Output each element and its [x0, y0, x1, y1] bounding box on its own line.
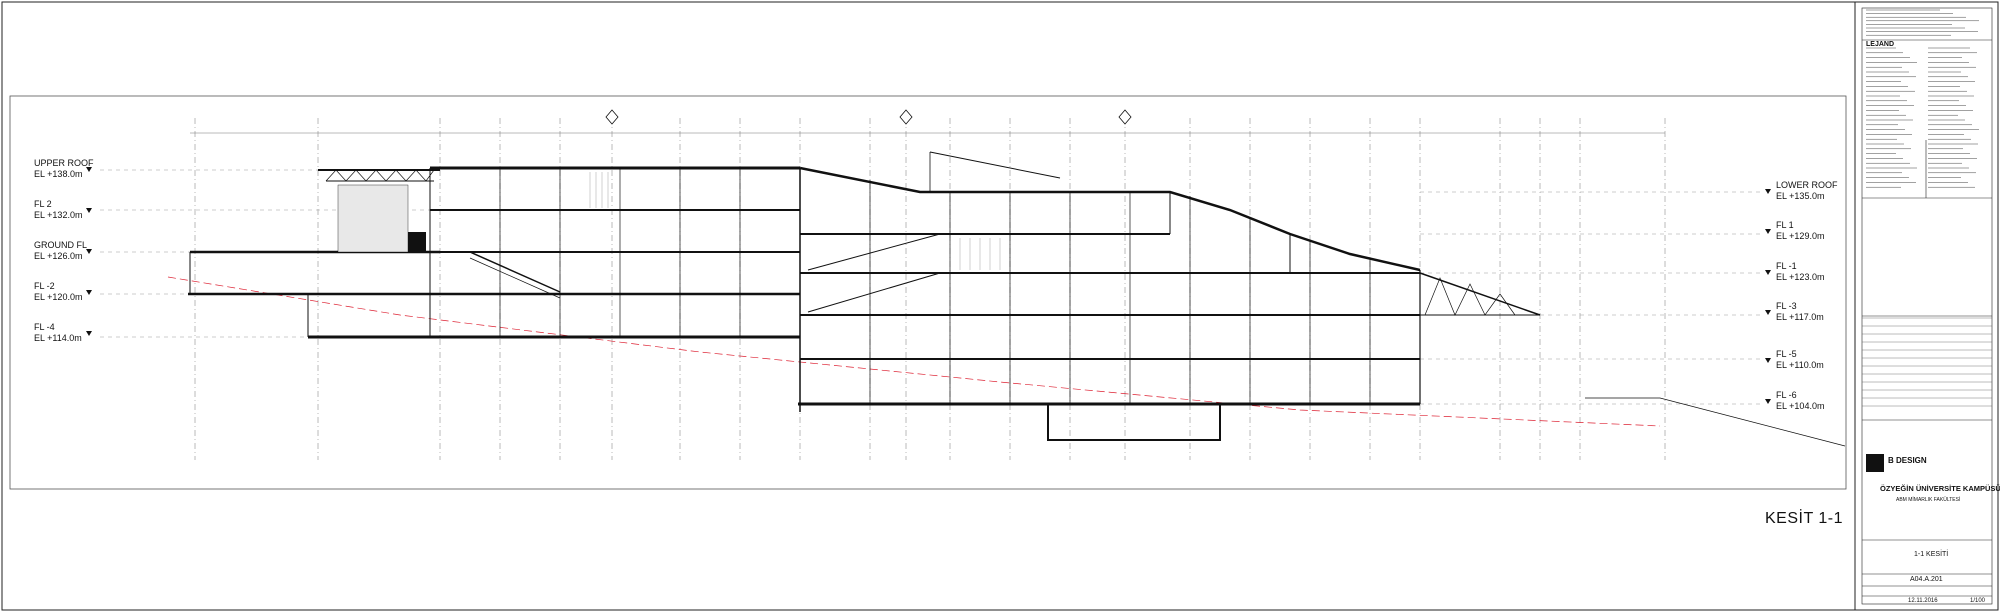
- level-marker-icon: [86, 167, 92, 173]
- level-elevation: EL +138.0m: [34, 169, 83, 179]
- level-elevation: EL +126.0m: [34, 251, 83, 261]
- level-fl-minus-5: FL -5 EL +110.0m: [1776, 349, 1824, 371]
- level-ground-fl: GROUND FL EL +126.0m: [34, 240, 87, 262]
- level-marker-icon: [1765, 310, 1771, 316]
- level-elevation: EL +129.0m: [1776, 231, 1825, 241]
- building-section: [167, 151, 1846, 447]
- company-logo: [1866, 454, 1884, 472]
- level-marker-icon: [86, 249, 92, 255]
- level-fl-minus-4: FL -4 EL +114.0m: [34, 322, 82, 344]
- level-fl-minus-6: FL -6 EL +104.0m: [1776, 390, 1824, 412]
- level-marker-icon: [86, 208, 92, 214]
- level-marker-icon: [1765, 229, 1771, 235]
- sheet-date: 12.11.2016: [1908, 598, 1938, 604]
- drawing-title: KESİT 1-1: [1765, 510, 1844, 527]
- level-marker-icon: [1765, 399, 1771, 405]
- company-name: B DESIGN: [1888, 456, 1927, 465]
- level-fl-minus-2: FL -2 EL +120.0m: [34, 281, 82, 303]
- level-elevation: EL +110.0m: [1776, 360, 1824, 370]
- sheet-scale: 1/100: [1970, 598, 1986, 604]
- sheet-number: A04.A.201: [1910, 576, 1943, 583]
- level-upper-roof: UPPER ROOF EL +138.0m: [34, 158, 94, 180]
- level-name: UPPER ROOF: [34, 158, 94, 168]
- grid-bubbles: [605, 109, 1132, 125]
- level-elevation: EL +114.0m: [34, 333, 82, 343]
- legend-heading: LEJAND: [1866, 41, 1895, 48]
- level-fl-minus-3: FL -3 EL +117.0m: [1776, 301, 1824, 323]
- level-name: FL -3: [1776, 301, 1797, 311]
- level-elevation: EL +123.0m: [1776, 272, 1825, 282]
- level-elevation: EL +132.0m: [34, 210, 83, 220]
- project-subtitle: ABM MİMARLIK FAKÜLTESİ: [1896, 497, 1961, 503]
- level-fl-1: FL 1 EL +129.0m: [1776, 220, 1824, 242]
- level-marker-icon: [1765, 270, 1771, 276]
- level-marker-icon: [86, 331, 92, 337]
- level-name: GROUND FL: [34, 240, 88, 250]
- project-name: ÖZYEĞİN ÜNİVERSİTE KAMPÜSÜ PROJESİ: [1880, 484, 2000, 493]
- title-block-frame: [1861, 7, 1993, 605]
- sheet-title: 1-1 KESİTİ: [1914, 551, 1949, 558]
- level-name: FL -5: [1776, 349, 1797, 359]
- level-elevation: EL +120.0m: [34, 292, 83, 302]
- level-marker-icon: [86, 290, 92, 296]
- revision-table: [1862, 317, 1992, 407]
- level-name: FL 2: [34, 199, 52, 209]
- level-fl-2: FL 2 EL +132.0m: [34, 199, 82, 221]
- level-name: FL -4: [34, 322, 55, 332]
- level-elevation: EL +104.0m: [1776, 401, 1825, 411]
- level-name: FL 1: [1776, 220, 1794, 230]
- level-fl-minus-1: FL -1 EL +123.0m: [1776, 261, 1824, 283]
- level-marker-icon: [1765, 189, 1771, 195]
- legend-notes: [1866, 9, 1979, 188]
- level-lower-roof: LOWER ROOF EL +135.0m: [1776, 180, 1838, 202]
- level-name: FL -2: [34, 281, 55, 291]
- level-name: FL -6: [1776, 390, 1797, 400]
- level-marker-icon: [1765, 358, 1771, 364]
- level-name: LOWER ROOF: [1776, 180, 1838, 190]
- level-elevation: EL +117.0m: [1776, 312, 1824, 322]
- level-name: FL -1: [1776, 261, 1797, 271]
- level-elevation: EL +135.0m: [1776, 191, 1825, 201]
